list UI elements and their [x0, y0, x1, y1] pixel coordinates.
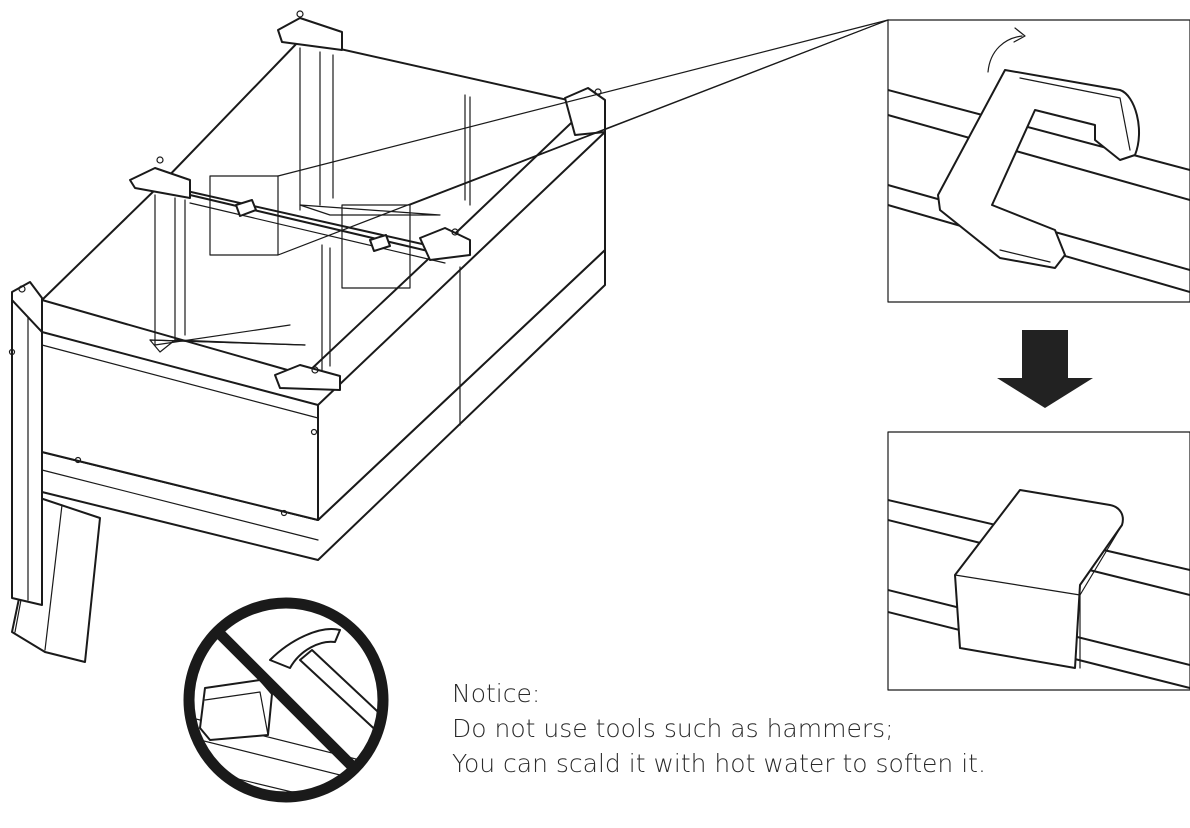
notice-line-2: You can scald it with hot water to softe… — [452, 749, 986, 778]
detail-after-panel — [887, 431, 1190, 691]
clip-right — [369, 234, 391, 252]
clip-open — [937, 69, 1140, 269]
raised-bed-frame — [8, 10, 889, 663]
clip-left — [235, 199, 257, 217]
rotate-arrow-icon — [987, 35, 1023, 73]
clip-closed — [954, 489, 1124, 669]
arrow-down-icon — [997, 330, 1093, 408]
no-hammer-icon — [183, 597, 389, 803]
detail-before-panel — [887, 19, 1190, 303]
notice-text: Notice: Do not use tools such as hammers… — [452, 676, 986, 781]
left-end-panel — [11, 299, 43, 606]
notice-line-1: Do not use tools such as hammers; — [452, 714, 894, 743]
notice-heading: Notice: — [452, 679, 541, 708]
